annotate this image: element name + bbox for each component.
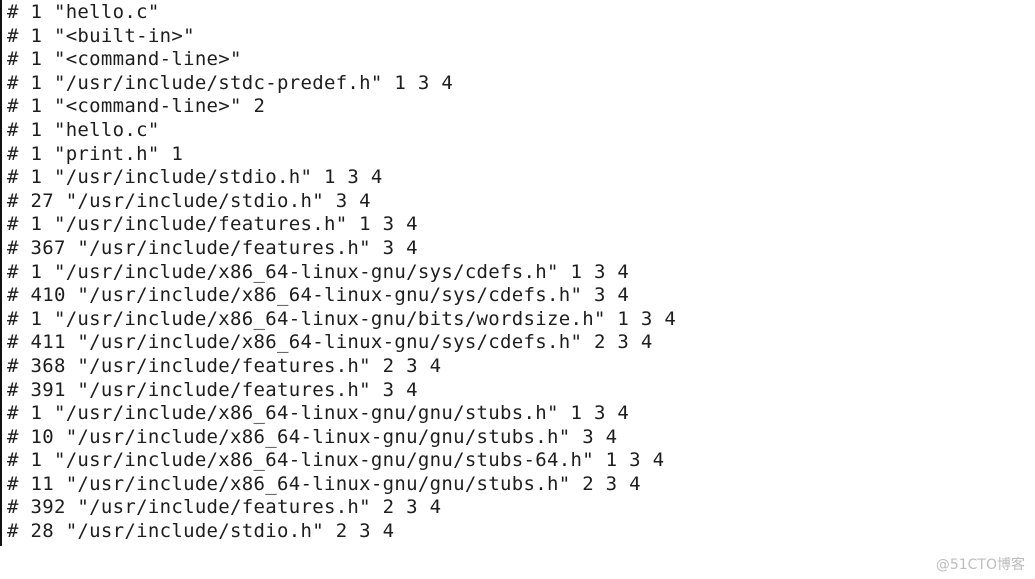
code-line: # 391 "/usr/include/features.h" 3 4	[7, 378, 418, 401]
code-line: # 1 "hello.c"	[7, 118, 160, 141]
code-line: # 1 "<command-line>"	[7, 48, 242, 71]
code-line: # 367 "/usr/include/features.h" 3 4	[7, 236, 418, 259]
code-line: # 11 "/usr/include/x86_64-linux-gnu/gnu/…	[7, 472, 641, 495]
watermark: @51CTO博客	[935, 557, 1025, 573]
code-line: # 1 "<command-line>" 2	[7, 95, 266, 118]
code-line: # 10 "/usr/include/x86_64-linux-gnu/gnu/…	[7, 425, 618, 448]
code-line: # 1 "print.h" 1	[7, 142, 184, 165]
code-line: # 1 "/usr/include/x86_64-linux-gnu/bits/…	[7, 307, 677, 330]
code-line: # 368 "/usr/include/features.h" 2 3 4	[7, 354, 442, 377]
code-line: # 1 "/usr/include/stdc-predef.h" 1 3 4	[7, 71, 454, 94]
code-line: # 1 "/usr/include/features.h" 1 3 4	[7, 213, 418, 236]
code-line: # 1 "hello.c"	[7, 1, 160, 23]
preprocessor-line-markers: # 1 "hello.c"# 1 "<built-in>"# 1 "<comma…	[7, 1, 1035, 544]
terminal-output: # 1 "hello.c"# 1 "<built-in>"# 1 "<comma…	[0, 0, 1035, 546]
code-line: # 1 "/usr/include/x86_64-linux-gnu/gnu/s…	[7, 449, 665, 472]
code-line: # 411 "/usr/include/x86_64-linux-gnu/sys…	[7, 331, 653, 354]
code-line: # 27 "/usr/include/stdio.h" 3 4	[7, 189, 371, 212]
code-line: # 392 "/usr/include/features.h" 2 3 4	[7, 496, 442, 519]
code-line: # 1 "/usr/include/x86_64-linux-gnu/sys/c…	[7, 260, 630, 283]
code-line: # 28 "/usr/include/stdio.h" 2 3 4	[7, 520, 395, 543]
code-line: # 410 "/usr/include/x86_64-linux-gnu/sys…	[7, 284, 630, 307]
code-line: # 1 "<built-in>"	[7, 24, 195, 47]
code-line: # 1 "/usr/include/stdio.h" 1 3 4	[7, 166, 383, 189]
code-line: # 1 "/usr/include/x86_64-linux-gnu/gnu/s…	[7, 402, 630, 425]
